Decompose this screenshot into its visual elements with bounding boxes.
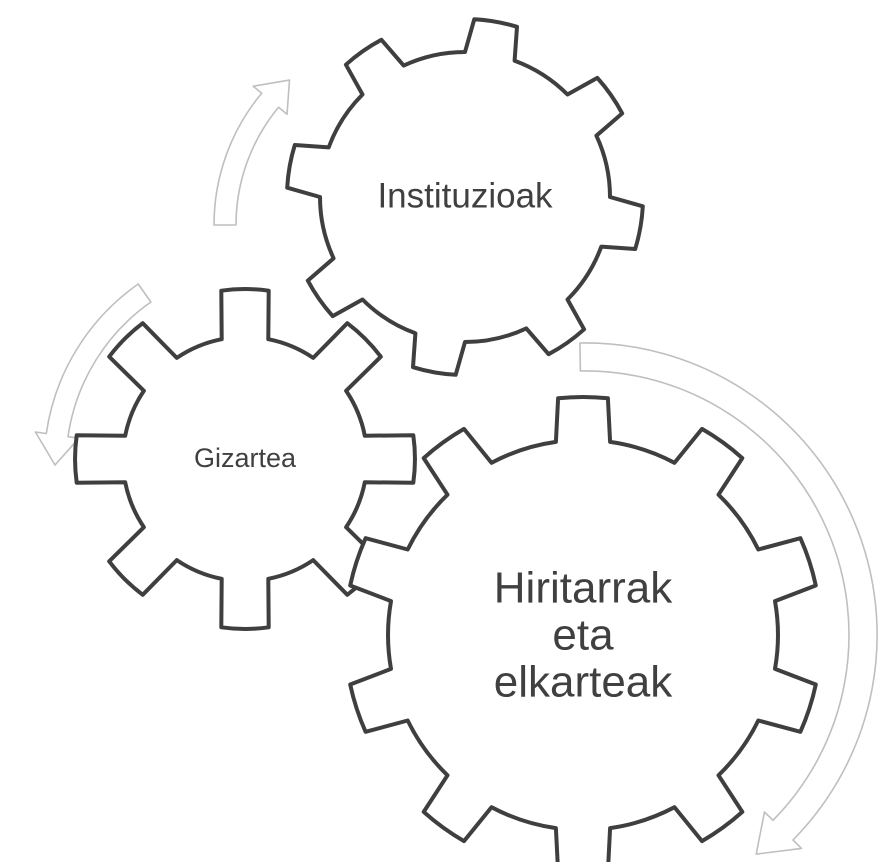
- gear-label-hiritarrak: Hiritarrak eta elkarteak: [494, 564, 673, 705]
- gear-instituzioak-icon: [285, 17, 645, 377]
- gear-hiritarrak-icon: [348, 394, 818, 862]
- curved-arrow-icon-left: [34, 283, 152, 466]
- cycle-arrows: [34, 79, 878, 855]
- gear-label-line: elkarteak: [493, 657, 673, 707]
- gears: [73, 17, 818, 862]
- curved-arrow-icon-top: [213, 79, 291, 226]
- gear-label-instituzioak: Instituzioak: [377, 176, 553, 216]
- gear-label-line: eta: [552, 610, 614, 660]
- gear-label-gizartea: Gizartea: [193, 443, 297, 474]
- gear-gizartea-icon: [73, 287, 417, 631]
- curved-arrow-icon-right: [579, 342, 878, 855]
- gear-label-line: Hiritarrak: [493, 563, 673, 613]
